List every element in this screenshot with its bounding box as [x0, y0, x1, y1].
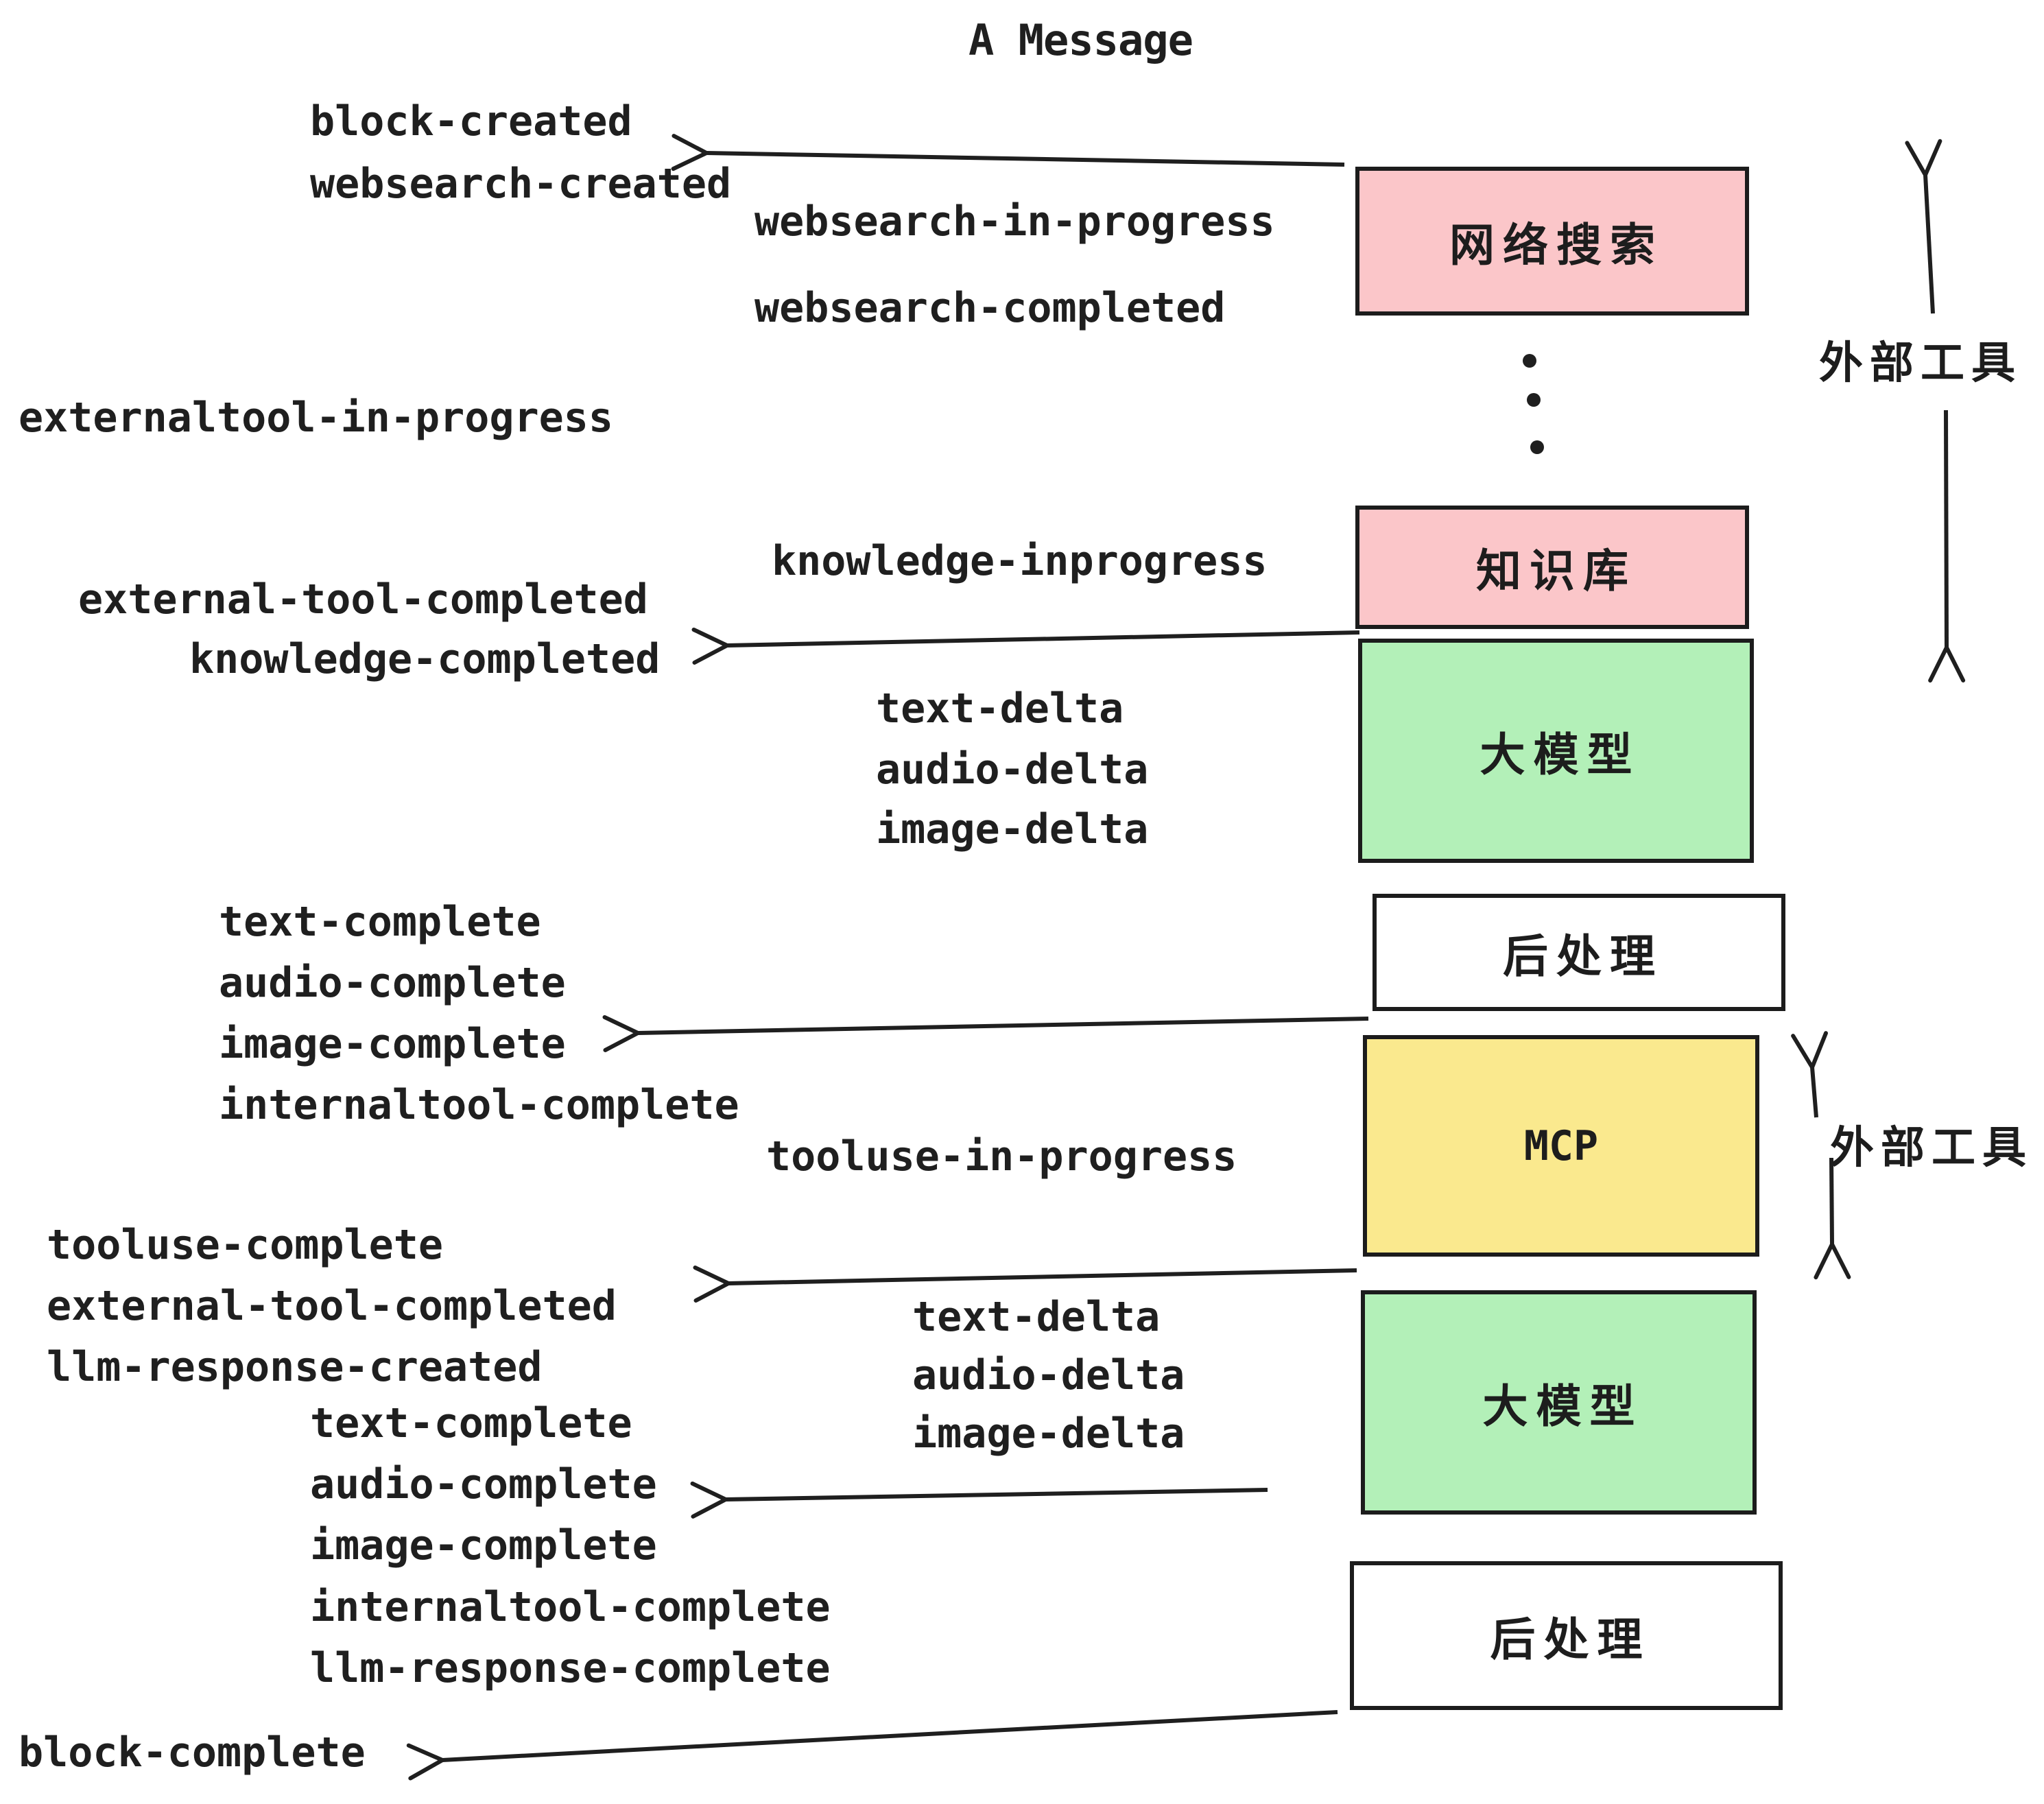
node-postprocess-bottom-label: 后处理 [1490, 1613, 1651, 1666]
node-postprocess-top: 后处理 [1372, 894, 1785, 1011]
external-tools-up-arrow [1905, 139, 1942, 314]
event-internaltool-complete: internaltool-complete [219, 1081, 739, 1129]
event-audio-delta: audio-delta [876, 746, 1149, 794]
node-knowledge-base: 知识库 [1355, 506, 1749, 629]
event-llm-response-created: llm-response-created [47, 1343, 543, 1391]
node-llm-bottom-label: 大模型 [1482, 1379, 1643, 1433]
node-postprocess-top-label: 后处理 [1503, 929, 1663, 983]
mcp-external-tools-down-arrow [1814, 1157, 1851, 1280]
event-text-complete: text-complete [219, 898, 541, 946]
event-audio-complete-2: audio-complete [310, 1460, 657, 1508]
event-externaltool-in-progress: externaltool-in-progress [19, 394, 613, 442]
node-llm-top-label: 大模型 [1479, 728, 1641, 781]
node-websearch: 网络搜索 [1355, 167, 1749, 316]
mcp-external-tools-up-arrow [1791, 1031, 1828, 1118]
event-websearch-created: websearch-created [310, 160, 732, 208]
event-websearch-completed: websearch-completed [754, 284, 1226, 332]
event-tooluse-complete: tooluse-complete [47, 1221, 443, 1269]
event-block-complete: block-complete [19, 1729, 366, 1777]
event-llm-response-complete: llm-response-complete [310, 1644, 831, 1692]
arrow-to-audio-complete [690, 1481, 1268, 1519]
event-text-delta-2: text-delta [912, 1293, 1161, 1341]
event-knowledge-inprogress: knowledge-inprogress [772, 537, 1268, 585]
arrow-to-image-complete [602, 1014, 1369, 1052]
event-audio-complete: audio-complete [219, 959, 566, 1007]
node-knowledge-base-label: 知识库 [1476, 545, 1637, 597]
vertical-ellipsis [1523, 354, 1544, 454]
event-text-complete-2: text-complete [310, 1399, 632, 1447]
node-llm-bottom: 大模型 [1361, 1290, 1757, 1515]
event-image-complete-2: image-complete [310, 1521, 657, 1569]
node-llm-top: 大模型 [1358, 639, 1754, 863]
event-audio-delta-2: audio-delta [912, 1351, 1185, 1399]
event-block-created: block-created [310, 97, 632, 145]
event-knowledge-completed: knowledge-completed [189, 635, 661, 683]
node-mcp: MCP [1363, 1035, 1759, 1257]
diagram-title: A Message [968, 15, 1193, 65]
event-external-tool-completed-2: external-tool-completed [47, 1282, 617, 1330]
event-image-complete: image-complete [219, 1020, 566, 1068]
event-internaltool-complete-2: internaltool-complete [310, 1583, 831, 1631]
event-image-delta: image-delta [876, 805, 1149, 853]
node-postprocess-bottom: 后处理 [1350, 1561, 1783, 1710]
arrow-to-knowledge-completed [691, 627, 1360, 665]
arrow-to-external-tool-completed [693, 1266, 1357, 1303]
arrow-to-block-created [671, 134, 1345, 171]
external-tools-annotation-mcp: 外部工具 [1830, 1123, 2033, 1174]
event-image-delta-2: image-delta [912, 1410, 1185, 1458]
event-tooluse-in-progress: tooluse-in-progress [766, 1132, 1237, 1180]
node-websearch-label: 网络搜索 [1449, 218, 1663, 272]
external-tools-down-arrow [1928, 410, 1966, 683]
event-text-delta: text-delta [876, 685, 1124, 733]
event-websearch-in-progress: websearch-in-progress [754, 198, 1275, 246]
external-tools-annotation-top: 外部工具 [1819, 338, 2022, 389]
node-mcp-label: MCP [1523, 1121, 1599, 1170]
event-external-tool-completed: external-tool-completed [78, 575, 648, 624]
arrow-to-block-complete [406, 1710, 1338, 1781]
